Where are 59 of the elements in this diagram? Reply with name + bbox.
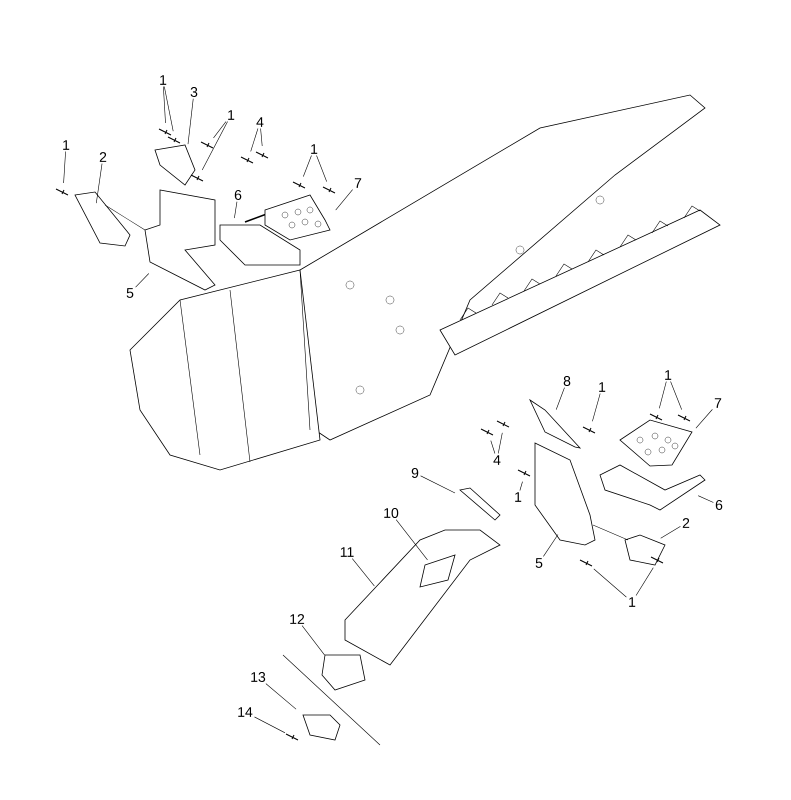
leader-line bbox=[316, 155, 327, 182]
leader-line bbox=[696, 409, 713, 428]
callout-number: 13 bbox=[251, 672, 266, 682]
leader-line bbox=[164, 86, 174, 132]
callout-number: 2 bbox=[100, 152, 106, 162]
leader-line bbox=[520, 481, 523, 491]
leader-line bbox=[636, 567, 654, 596]
callout-number: 1 bbox=[311, 144, 318, 154]
callout-number: 1 bbox=[228, 110, 234, 120]
leader-line bbox=[250, 128, 258, 152]
callout-number: 8 bbox=[564, 376, 570, 386]
callout-number: 5 bbox=[126, 288, 134, 298]
leader-line bbox=[254, 716, 286, 734]
leader-line bbox=[188, 98, 194, 144]
leader-line bbox=[202, 121, 228, 170]
leader-line bbox=[303, 155, 312, 177]
leader-line bbox=[260, 128, 262, 146]
leader-line bbox=[96, 163, 102, 204]
callout-number: 2 bbox=[682, 518, 690, 528]
callout-number: 1 bbox=[665, 370, 672, 380]
callout-number: 9 bbox=[412, 468, 418, 478]
leader-line bbox=[490, 440, 496, 454]
leader-line bbox=[302, 625, 325, 656]
callout-number: 11 bbox=[340, 547, 354, 557]
callout-number: 6 bbox=[716, 500, 722, 510]
leader-line bbox=[659, 381, 667, 409]
callout-number: 1 bbox=[629, 597, 636, 607]
leader-line bbox=[592, 393, 600, 422]
callout-number: 3 bbox=[190, 87, 198, 97]
callout-number: 12 bbox=[290, 614, 304, 624]
leader-line bbox=[543, 534, 558, 557]
callout-number: 1 bbox=[515, 492, 522, 502]
leader-line bbox=[498, 432, 503, 454]
callout-number: 5 bbox=[536, 558, 542, 568]
callout-number: 7 bbox=[714, 398, 722, 408]
callout-number: 4 bbox=[256, 117, 264, 127]
leader-line bbox=[594, 568, 627, 598]
callout-number: 1 bbox=[63, 140, 70, 150]
leader-line bbox=[670, 381, 682, 410]
leader-line bbox=[660, 526, 681, 539]
callout-number: 1 bbox=[160, 75, 166, 85]
callout-number: 4 bbox=[493, 455, 500, 465]
callout-number: 7 bbox=[354, 178, 362, 188]
leader-line bbox=[352, 558, 375, 586]
leader-line bbox=[63, 151, 66, 184]
leader-line bbox=[163, 86, 166, 124]
leader-line bbox=[135, 273, 150, 288]
leader-line bbox=[698, 495, 714, 503]
leader-line bbox=[335, 189, 353, 210]
leader-line bbox=[213, 121, 226, 138]
callout-number: 10 bbox=[384, 508, 398, 518]
callout-number: 6 bbox=[234, 190, 242, 200]
leader-line bbox=[266, 683, 296, 710]
leader-line bbox=[420, 476, 456, 494]
leader-line bbox=[234, 201, 238, 218]
callout-number: 14 bbox=[238, 707, 252, 717]
callout-number: 1 bbox=[599, 382, 606, 392]
leader-line bbox=[396, 519, 428, 560]
leader-line bbox=[556, 387, 565, 410]
